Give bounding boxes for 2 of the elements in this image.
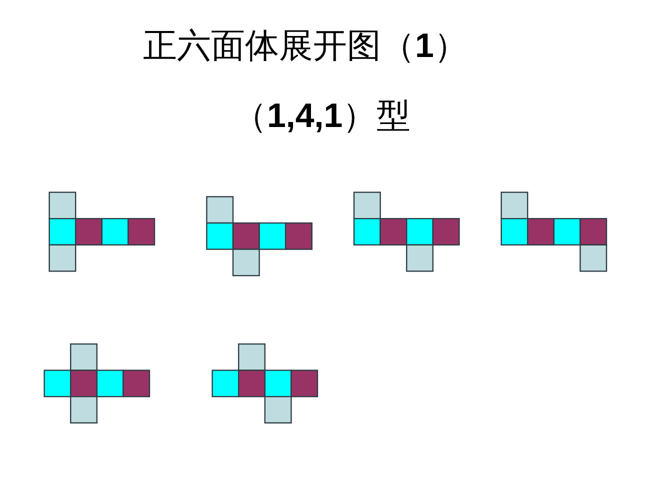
subtitle: （1,4,1）型 (233, 97, 411, 135)
title: 正六面体展开图（1） (143, 27, 468, 65)
